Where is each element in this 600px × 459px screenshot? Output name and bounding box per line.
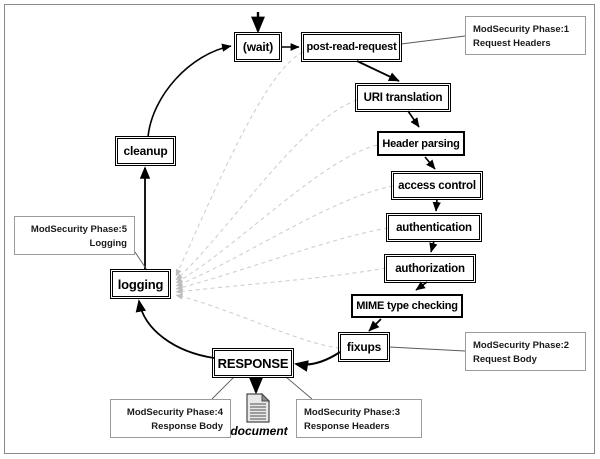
node-uri-translation[interactable]: URI translation [355,83,451,112]
node-response[interactable]: RESPONSE [212,348,294,378]
node-header-parsing[interactable]: Header parsing [377,131,465,156]
note-phase1-line2: Request Headers [473,37,551,49]
solid-flow-edges [135,12,441,395]
connector-phase4-response [211,376,235,400]
edge-fixups-response [294,351,341,372]
node-fixups[interactable]: fixups [338,332,390,362]
node-authorization[interactable]: authorization [384,254,476,283]
note-phase5-line2: Logging [89,237,127,249]
note-phase4-line2: Response Body [151,420,223,432]
note-phase3-line1: ModSecurity Phase:3 [304,407,401,418]
dashed-edge-uri-logging [175,99,358,281]
edge-access-authn [432,198,441,212]
node-access-control[interactable]: access control [391,171,483,200]
note-phase1-line1: ModSecurity Phase:1 [473,24,570,35]
edge-mime-fixups [368,318,382,332]
edge-authz-mime [415,281,428,291]
edge-response-logging [135,299,215,359]
node-authentication[interactable]: authentication [386,213,482,242]
note-modsecurity-phase-2: ModSecurity Phase:2 Request Body [465,332,586,371]
connector-phase1-postread [400,35,466,45]
note-connector-lines [134,35,466,400]
connector-phase3-response [285,376,313,400]
edge-uri-header [407,110,420,128]
note-phase3-line2: Response Headers [304,420,390,432]
dashed-edge-authn-logging [175,227,389,291]
node-wait[interactable]: (wait) [234,32,282,62]
dashed-edge-authz-logging [175,267,387,295]
note-modsecurity-phase-3: ModSecurity Phase:3 Response Headers [296,399,422,438]
dashed-edge-header-logging [175,144,378,284]
document-label: document [230,424,288,438]
note-modsecurity-phase-5: ModSecurity Phase:5 Logging [14,216,135,255]
node-logging[interactable]: logging [110,269,171,299]
note-modsecurity-phase-1: ModSecurity Phase:1 Request Headers [465,16,586,55]
connector-phase2-fixups [388,346,466,352]
node-mime-type-checking[interactable]: MIME type checking [351,294,463,318]
document-icon [246,393,270,423]
note-modsecurity-phase-4: ModSecurity Phase:4 Response Body [110,399,231,438]
note-phase2-line2: Request Body [473,353,537,365]
dashed-edge-access-logging [175,185,394,287]
edge-cleanup-wait [147,43,232,138]
node-cleanup[interactable]: cleanup [115,136,176,166]
edge-postread-uri [356,60,400,82]
edge-header-access [424,156,436,170]
dashed-edge-postread-logging [175,51,304,277]
note-phase2-line1: ModSecurity Phase:2 [473,340,570,351]
dashed-edge-fixups-logging [175,293,341,349]
node-post-read-request[interactable]: post-read-request [301,32,402,62]
note-phase5-line1: ModSecurity Phase:5 [30,224,127,235]
edge-authn-authz [429,240,438,253]
dashed-logging-edges [175,51,394,349]
connector-phase5-logging [134,251,148,271]
note-phase4-line1: ModSecurity Phase:4 [126,407,223,418]
